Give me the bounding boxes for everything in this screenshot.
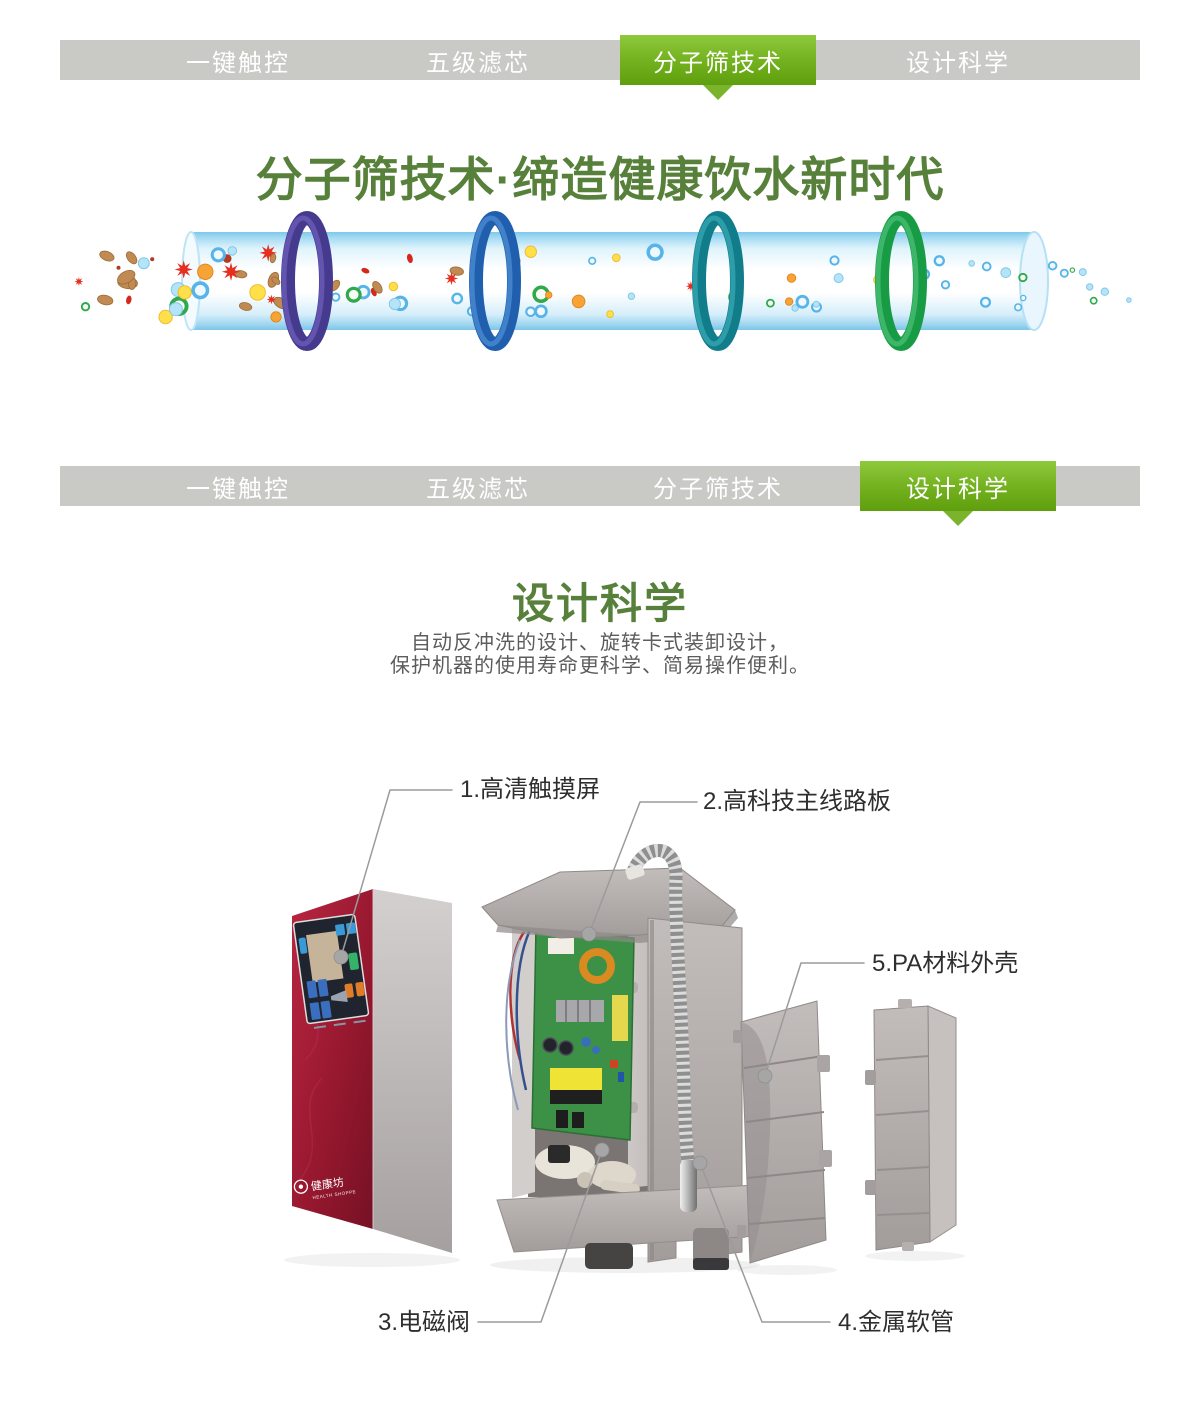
callout-label-pa-shell: 5.PA材料外壳 — [872, 950, 1019, 977]
desc-line-1: 自动反冲洗的设计、旋转卡式装卸设计， — [411, 632, 789, 654]
design-section-title: 设计科学 — [511, 580, 688, 627]
callout-lines — [340, 789, 865, 1323]
molecular-section-title: 分子筛技术·缔造健康饮水新时代 — [255, 153, 945, 206]
pipe-open-end — [181, 231, 201, 331]
filter-ring-teal — [692, 211, 744, 351]
copper-coil — [579, 948, 615, 984]
filter-ring-purple — [281, 211, 333, 351]
red-purifier-unit: 健康坊 HEALTH SHOPPE — [292, 889, 452, 1253]
touch-control-panel — [292, 913, 370, 1029]
filter-pipe-illustration — [40, 205, 1160, 385]
tab-five-stage-filter[interactable]: 五级滤芯 — [358, 40, 598, 80]
tab-scientific-design[interactable]: 设计科学 — [838, 40, 1078, 80]
tab-five-stage-filter[interactable]: 五级滤芯 — [358, 466, 598, 506]
exploded-view-svg: 健康坊 HEALTH SHOPPE — [284, 789, 965, 1323]
tab-molecular-sieve-active[interactable]: 分子筛技术 — [598, 35, 838, 100]
hose-tip — [680, 1160, 697, 1212]
design-section-description: 自动反冲洗的设计、旋转卡式装卸设计， 保护机器的使用寿命更科学、简易操作便利。 — [0, 632, 1200, 678]
desc-line-2: 保护机器的使用寿命更科学、简易操作便利。 — [390, 655, 810, 677]
opened-purifier-unit — [481, 844, 773, 1270]
water-particles — [74, 243, 1132, 325]
exploded-view-illustration: 健康坊 HEALTH SHOPPE — [0, 760, 1200, 1412]
filter-ring-green — [875, 211, 927, 351]
tab-label: 五级滤芯 — [426, 49, 530, 77]
display-screen — [306, 930, 344, 983]
left-wall — [512, 918, 535, 1198]
callout-line-mainboard — [588, 801, 698, 935]
shadow — [284, 1253, 460, 1267]
main-circuit-board — [531, 927, 635, 1141]
metal-hose — [625, 844, 697, 1212]
feature-tab-bar-top: 一键触控 五级滤芯 分子筛技术 设计科学 — [60, 35, 1140, 100]
pa-shell-panel-open — [733, 1000, 832, 1264]
active-tab-arrow — [703, 85, 733, 100]
pa-shell-panel-back — [865, 999, 957, 1251]
callout-line-pa-shell — [764, 962, 865, 1077]
active-tab-highlight: 设计科学 — [860, 461, 1056, 511]
callout-label-mainboard: 2.高科技主线路板 — [703, 788, 892, 815]
callout-label-touch-screen: 1.高清触摸屏 — [460, 776, 601, 803]
filter-ring-blue — [469, 211, 521, 351]
tab-label: 一键触控 — [186, 475, 290, 503]
tab-molecular-sieve[interactable]: 分子筛技术 — [598, 466, 838, 506]
active-tab-highlight: 分子筛技术 — [620, 35, 816, 85]
callout-line-solenoid-valve — [477, 1149, 603, 1323]
tab-one-touch-control[interactable]: 一键触控 — [118, 466, 358, 506]
brand-subtitle: HEALTH SHOPPE — [312, 1189, 356, 1200]
tab-label: 分子筛技术 — [653, 49, 783, 77]
wire-gray — [505, 939, 521, 1111]
callout-label-solenoid-valve: 3.电磁阀 — [377, 1309, 470, 1336]
tab-label: 分子筛技术 — [653, 475, 783, 503]
tab-scientific-design-active[interactable]: 设计科学 — [838, 461, 1078, 526]
tab-one-touch-control[interactable]: 一键触控 — [118, 40, 358, 80]
feature-tab-bar-bottom: 一键触控 五级滤芯 分子筛技术 设计科学 — [60, 461, 1140, 526]
active-tab-arrow — [943, 511, 973, 526]
callout-dots — [333, 926, 773, 1171]
tab-label: 设计科学 — [906, 475, 1010, 503]
shadow — [865, 1251, 965, 1261]
filter-pipe-svg — [74, 211, 1132, 351]
purifier-side-panel — [373, 889, 452, 1253]
callout-line-touch-screen — [340, 789, 453, 958]
tab-label: 五级滤芯 — [426, 475, 530, 503]
tab-label: 一键触控 — [186, 49, 290, 77]
shadow — [737, 1265, 837, 1275]
solenoid-valve-assembly — [535, 1145, 640, 1195]
wire-blue — [515, 929, 532, 1091]
callout-label-metal-hose: 4.金属软管 — [838, 1309, 955, 1336]
brand-name: 健康坊 — [310, 1175, 345, 1193]
foot — [585, 1243, 633, 1269]
callout-line-metal-hose — [699, 1162, 831, 1323]
tab-label: 设计科学 — [906, 49, 1010, 77]
brand-logo-icon — [293, 1179, 309, 1194]
hose-fitting — [625, 864, 645, 880]
brand-logo: 健康坊 HEALTH SHOPPE — [293, 1175, 356, 1200]
